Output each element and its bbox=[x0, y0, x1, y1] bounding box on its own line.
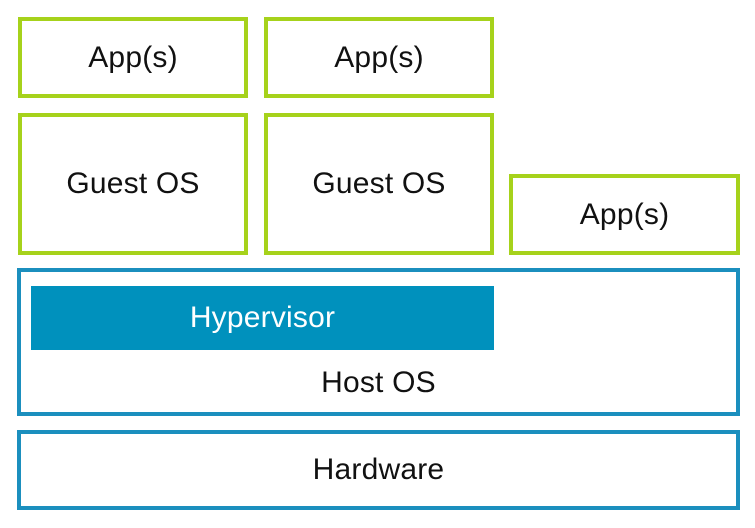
vm1-guest-os-box: Guest OS bbox=[18, 113, 248, 255]
hardware-box: Hardware bbox=[17, 430, 740, 510]
host-os-label: Host OS bbox=[321, 366, 436, 399]
vm1-apps-box: App(s) bbox=[18, 17, 248, 98]
vm1-apps-label: App(s) bbox=[88, 40, 178, 74]
vm1-guest-os-label: Guest OS bbox=[66, 167, 200, 200]
vm2-guest-os-box: Guest OS bbox=[264, 113, 494, 255]
vm2-apps-label: App(s) bbox=[334, 40, 424, 74]
vm2-guest-os-label: Guest OS bbox=[312, 167, 446, 200]
hardware-label: Hardware bbox=[312, 453, 445, 486]
hypervisor-label: Hypervisor bbox=[189, 301, 336, 334]
host-os-label-wrap: Host OS bbox=[17, 366, 740, 400]
host-apps-box: App(s) bbox=[509, 174, 740, 255]
host-apps-label: App(s) bbox=[579, 197, 670, 231]
hypervisor-box: Hypervisor bbox=[31, 286, 494, 350]
vm2-apps-box: App(s) bbox=[264, 17, 494, 98]
